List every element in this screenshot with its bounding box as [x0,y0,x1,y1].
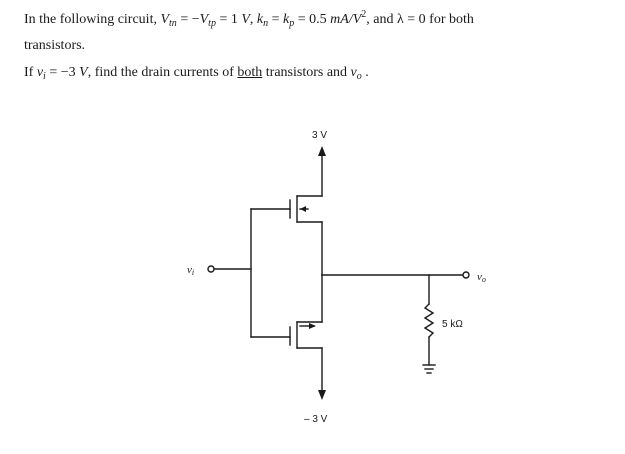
output-terminal [462,271,470,279]
eq4-text: = 0.5 [297,12,327,27]
input-label-subscript: i [192,268,194,277]
find-text: , find the drain currents of [87,65,234,80]
nmos-transistor [250,274,323,349]
resistor-label: 5 kΩ [442,319,463,330]
end-text: . [365,65,369,80]
input-label: vi [187,264,194,277]
vtn-symbol: V [160,12,170,27]
v-unit-2: V [79,65,88,80]
output-label: vo [477,271,486,284]
intro-text: In the following circuit, [24,12,157,27]
vo-symbol: v [350,65,357,80]
vtp-symbol: V [199,12,209,27]
vdd-label: 3 V [312,130,327,141]
problem-line-1: In the following circuit, Vtn = −Vtp = 1… [24,6,474,33]
if-text: If [24,65,34,80]
comma-1: , [249,12,254,27]
vo-subscript: o [356,71,362,82]
both-text: both [237,65,263,80]
vtn-subscript: tn [169,18,177,29]
problem-line-3: If vi = −3 V, find the drain currents of… [24,64,369,86]
v-unit: V [241,12,250,27]
problem-line-2: transistors. [24,38,86,53]
eq3-text: = [271,12,280,27]
eq1-text: = − [180,12,200,27]
k-unit-superscript: 2 [361,9,367,20]
lambda-text: λ = 0 for both [397,12,474,27]
vss-label: – 3 V [304,414,328,425]
output-label-subscript: o [482,275,486,284]
vi-subscript: i [43,71,46,82]
kn-symbol: k [256,12,264,27]
kp-subscript: p [289,18,295,29]
vtp-subscript: tp [208,18,216,29]
eq5-text: = −3 [49,65,76,80]
kp-symbol: k [283,12,290,27]
pmos-transistor [250,195,323,276]
tail-text: transistors and [265,65,348,80]
resistor [423,274,435,366]
vdd-arrow-icon [318,146,326,156]
input-label-symbol: v [187,264,192,276]
vi-symbol: v [36,65,44,80]
output-label-symbol: v [477,271,482,283]
and-text: , and [366,12,394,27]
ground-icon [422,364,436,374]
kn-subscript: n [263,18,269,29]
vss-arrow-icon [318,390,326,400]
k-unit: mA/V [330,12,362,27]
eq2-text: = 1 [219,12,238,27]
input-terminal [207,265,215,273]
